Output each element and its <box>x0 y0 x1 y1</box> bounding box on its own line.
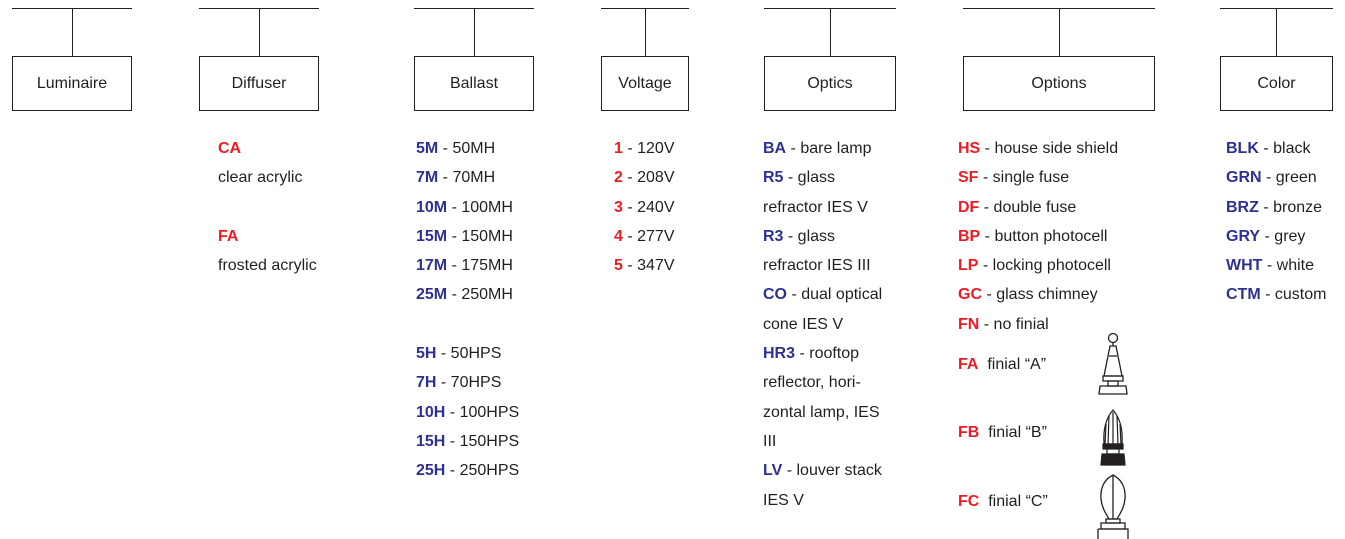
option-desc: clear acrylic <box>218 169 303 187</box>
box-label: Ballast <box>449 74 499 92</box>
list-item: BA - bare lamp <box>763 140 872 157</box>
finial-a-row: FA finial “A” <box>958 356 1046 374</box>
list-item: 10H - 100HPS <box>416 403 520 421</box>
ballast-list: 5M - 50MH 7M - 70MH 10M - 100MH 15M - 15… <box>416 134 519 486</box>
list-item-cont: IES V <box>763 491 804 509</box>
box-optics: Optics <box>764 56 896 111</box>
list-item: 15M - 150MH <box>416 227 513 245</box>
connector-line <box>1059 8 1060 56</box>
list-item-cont: III <box>763 432 777 450</box>
list-item-cont: refractor IES V <box>763 198 868 216</box>
list-item: HR3 - rooftop <box>763 345 860 363</box>
list-item-cont: reflector, hori- <box>763 374 861 392</box>
list-item: 1 - 120V <box>614 140 675 157</box>
list-item-cont: cone IES V <box>763 315 844 333</box>
connector-line <box>72 8 73 56</box>
box-label: Options <box>1031 74 1087 92</box>
box-label: Optics <box>807 74 853 92</box>
box-label: Color <box>1257 74 1296 92</box>
list-item: GC - glass chimney <box>958 286 1098 304</box>
connector-line <box>645 8 646 56</box>
box-label: Diffuser <box>231 74 287 92</box>
connector-line <box>259 8 260 56</box>
diffuser-list: CA clear acrylic FA frosted acrylic <box>218 134 317 280</box>
option-code: FB <box>958 424 980 441</box>
connector-line <box>474 8 475 56</box>
list-item: 15H - 150HPS <box>416 432 520 450</box>
finial-c-row: FC finial “C” <box>958 493 1048 511</box>
list-item-cont: zontal lamp, IES <box>763 403 880 421</box>
list-item: BRZ - bronze <box>1226 198 1323 216</box>
list-item: R3 - glass <box>763 227 836 245</box>
option-desc: finial “A” <box>987 356 1047 373</box>
list-item: 5M - 50MH <box>416 140 496 157</box>
list-item: BLK - black <box>1226 140 1311 157</box>
box-voltage: Voltage <box>601 56 689 111</box>
list-item: 7M - 70MH <box>416 169 496 187</box>
list-item: GRY - grey <box>1226 227 1306 245</box>
list-item: 5H - 50HPS <box>416 345 502 363</box>
connector-line <box>1276 8 1277 56</box>
options-list: HS - house side shield SF - single fuse … <box>958 134 1118 339</box>
option-desc: finial “B” <box>988 424 1047 441</box>
voltage-list: 1 - 120V 2 - 208V 3 - 240V 4 - 277V 5 - … <box>614 134 675 280</box>
list-item: 17M - 175MH <box>416 257 513 275</box>
optics-list: BA - bare lamp R5 - glass refractor IES … <box>763 134 882 515</box>
list-item: HS - house side shield <box>958 140 1119 157</box>
list-item: 3 - 240V <box>614 198 675 216</box>
finial-c-icon <box>1097 474 1129 539</box>
box-color: Color <box>1220 56 1333 111</box>
option-code: FA <box>958 356 979 373</box>
connector-line <box>830 8 831 56</box>
list-item: 25M - 250MH <box>416 286 513 304</box>
option-desc: frosted acrylic <box>218 257 317 275</box>
list-item: LV - louver stack <box>763 462 882 480</box>
list-item: 25H - 250HPS <box>416 462 520 480</box>
box-options: Options <box>963 56 1155 111</box>
list-item: R5 - glass <box>763 169 836 187</box>
list-item: FN - no finial <box>958 315 1049 333</box>
box-luminaire: Luminaire <box>12 56 132 111</box>
box-label: Luminaire <box>36 74 108 92</box>
finial-a-icon <box>1098 332 1128 395</box>
list-item-cont: refractor IES III <box>763 257 871 275</box>
list-item: GRN - green <box>1226 169 1317 187</box>
list-item: LP - locking photocell <box>958 257 1111 275</box>
box-diffuser: Diffuser <box>199 56 319 111</box>
option-desc: finial “C” <box>988 493 1048 510</box>
list-item: CO - dual optical <box>763 286 883 304</box>
list-item: CTM - custom <box>1226 286 1327 304</box>
option-code: CA <box>218 140 242 157</box>
list-item: 10M - 100MH <box>416 198 513 216</box>
list-item: WHT - white <box>1226 257 1315 275</box>
list-item: DF - double fuse <box>958 198 1077 216</box>
list-item: 5 - 347V <box>614 257 675 275</box>
color-list: BLK - black GRN - green BRZ - bronze GRY… <box>1226 134 1326 310</box>
list-item: SF - single fuse <box>958 169 1070 187</box>
list-item: 2 - 208V <box>614 169 675 187</box>
finial-b-icon <box>1100 409 1126 466</box>
list-item: BP - button photocell <box>958 227 1108 245</box>
list-item: 4 - 277V <box>614 227 675 245</box>
box-ballast: Ballast <box>414 56 534 111</box>
list-item: 7H - 70HPS <box>416 374 502 392</box>
finial-b-row: FB finial “B” <box>958 424 1047 442</box>
box-label: Voltage <box>618 74 672 92</box>
option-code: FA <box>218 227 239 245</box>
option-code: FC <box>958 493 980 510</box>
